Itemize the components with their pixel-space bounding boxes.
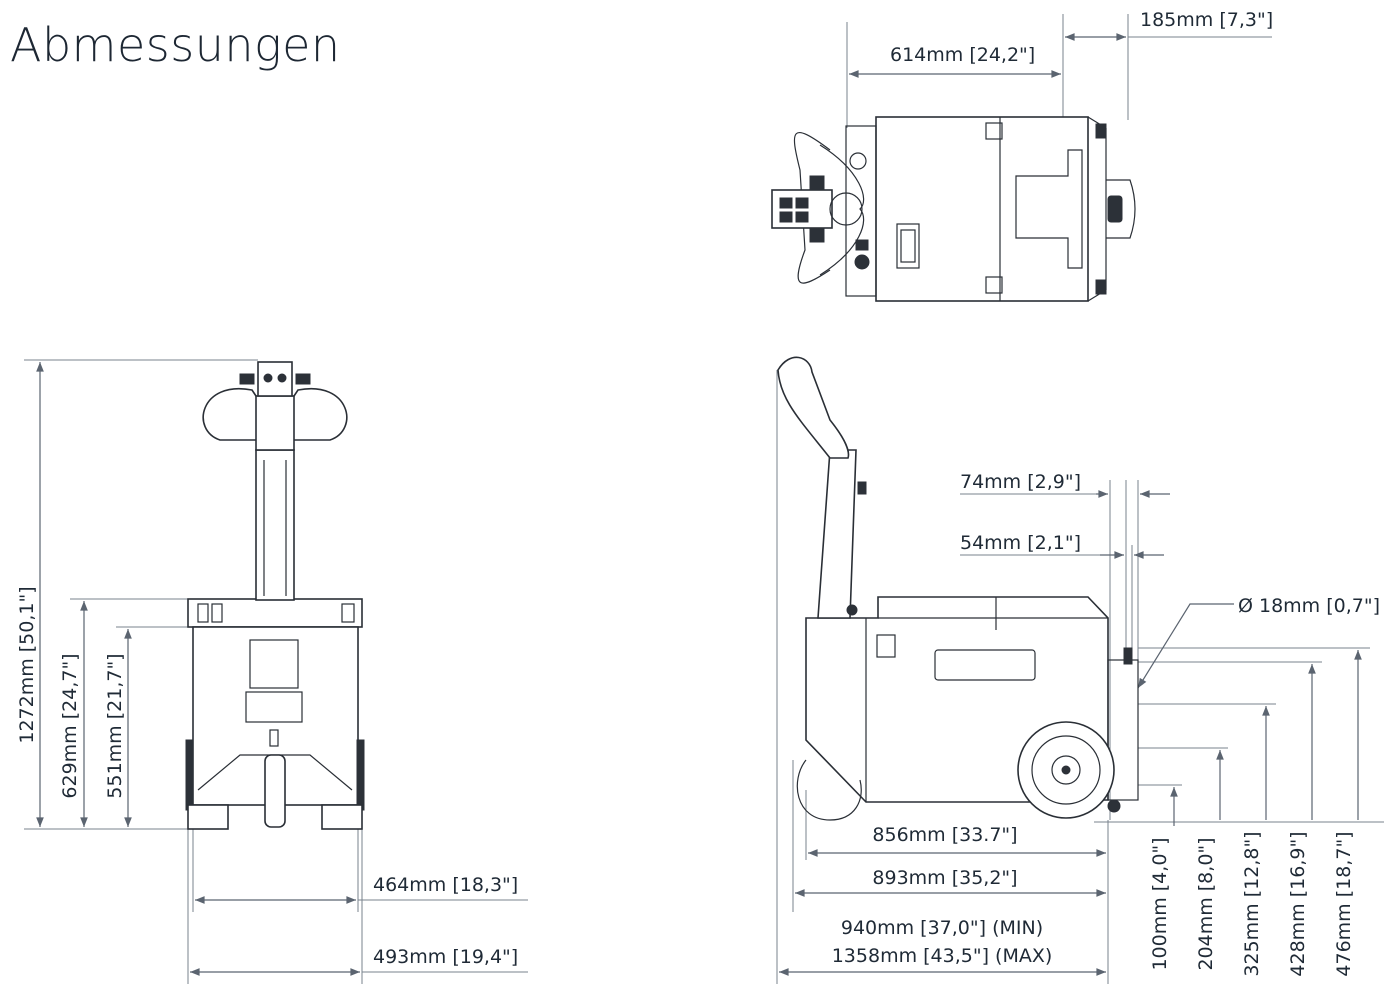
dim-side-len-min: 940mm [37,0"] (MIN) xyxy=(841,917,1043,939)
dim-side-len-max: 1358mm [43,5"] (MAX) xyxy=(832,945,1053,967)
dim-side-height-476: 476mm [18,7"] xyxy=(1333,831,1355,976)
dim-front-width-outer: 493mm [19,4"] xyxy=(373,946,518,968)
side-view-drawing xyxy=(776,356,1384,984)
dim-side-height-325: 325mm [12,8"] xyxy=(1241,831,1263,976)
page-title: Abmessungen xyxy=(10,18,341,72)
dim-side-pin-diameter: Ø 18mm [0,7"] xyxy=(1238,595,1380,617)
dim-front-height-total: 1272mm [50,1"] xyxy=(16,586,38,743)
dim-side-height-204: 204mm [8,0"] xyxy=(1195,837,1217,970)
dim-front-height-top: 629mm [24,7"] xyxy=(59,653,81,798)
dim-front-height-body: 551mm [21,7"] xyxy=(104,653,126,798)
top-view-drawing xyxy=(771,14,1272,302)
dim-top-hitch: 185mm [7,3"] xyxy=(1140,9,1273,31)
dim-side-len-856: 856mm [33.7"] xyxy=(872,824,1017,846)
dim-side-height-100: 100mm [4,0"] xyxy=(1149,837,1171,970)
dim-side-hitch-74: 74mm [2,9"] xyxy=(960,471,1081,493)
dim-side-height-428: 428mm [16,9"] xyxy=(1287,831,1309,976)
front-view-drawing xyxy=(24,359,528,984)
dim-side-len-893: 893mm [35,2"] xyxy=(872,867,1017,889)
dim-top-width: 614mm [24,2"] xyxy=(890,44,1035,66)
dim-side-hitch-54: 54mm [2,1"] xyxy=(960,532,1081,554)
dim-front-width-inner: 464mm [18,3"] xyxy=(373,874,518,896)
